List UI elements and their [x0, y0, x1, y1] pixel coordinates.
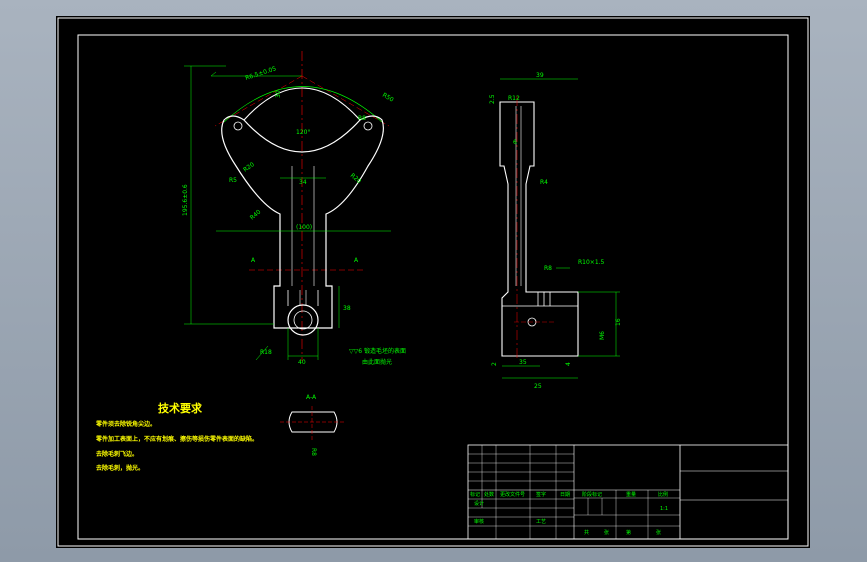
tb-scale-label: 比例: [658, 491, 668, 498]
section-aa-outline: [288, 411, 338, 433]
tech-note-3: 去除毛刺飞边。: [96, 450, 138, 458]
side-view: 39 R12 2.5 6 R4 R8 R10×1.5 16 M6 35 25 2…: [489, 72, 622, 390]
dim-side-2: 2: [491, 362, 498, 366]
surface-note-line2: 由此面抛光: [362, 358, 392, 366]
tb-stage: 阶段标记: [582, 491, 602, 498]
dim-side-m6: M6: [599, 331, 606, 340]
dim-30: 30: [275, 90, 282, 98]
inner-frame: [77, 34, 789, 540]
dim-side-6: 6: [513, 139, 517, 146]
dim-side-r4: R4: [540, 179, 548, 186]
tb-mark: 标记: [470, 491, 480, 498]
section-mark-right: A: [354, 257, 359, 264]
dim-38: 38: [343, 305, 351, 312]
tb-scale-value: 1:1: [660, 506, 668, 512]
section-mark-left: A: [251, 257, 256, 264]
dim-side-25: 25: [534, 383, 542, 390]
section-aa-label: A-A: [306, 394, 317, 401]
surface-note-line1: ▽▽6 锻造毛坯的表面: [349, 347, 406, 355]
drawing-canvas[interactable]: R6.5±0.05 R50 30 R8 120° R20 R5 34 R20 R…: [56, 16, 810, 548]
dim-side-39: 39: [536, 72, 544, 79]
tb-design: 设计: [474, 500, 484, 507]
section-aa-r8: R8: [310, 448, 317, 456]
dim-r40: R40: [249, 208, 263, 221]
dim-side-16: 16: [615, 318, 622, 326]
tb-review: 审核: [474, 518, 484, 525]
arm-outline: [221, 115, 384, 329]
tb-no: 第: [626, 529, 631, 536]
tb-change-doc: 更改文件号: [500, 491, 525, 498]
dim-r20-b: R20: [349, 172, 363, 185]
side-outline: [499, 101, 579, 357]
dim-overall-length: 195.6±0.6: [182, 184, 189, 216]
dim-side-35: 35: [519, 359, 527, 366]
dim-side-4: 4: [565, 362, 572, 366]
drawing-sheet[interactable]: R6.5±0.05 R50 30 R8 120° R20 R5 34 R20 R…: [56, 16, 810, 548]
section-aa: A-A R8: [280, 394, 346, 456]
dim-r65: R6.5±0.05: [244, 65, 277, 82]
outer-frame: [57, 17, 809, 547]
tb-weight: 重量: [626, 491, 636, 498]
title-block: 标记 处数 更改文件号 签字 日期 设计 审核 工艺 阶段标记 重量 比例 共 …: [467, 444, 789, 540]
front-view: R6.5±0.05 R50 30 R8 120° R20 R5 34 R20 R…: [182, 51, 406, 366]
tb-date: 日期: [560, 492, 570, 498]
tb-total: 共: [584, 529, 589, 536]
dim-40: 40: [298, 359, 306, 366]
tech-requirements: 技术要求 零件须去除锐角尖边。 零件加工表面上，不应有划痕、擦伤等损伤零件表面的…: [95, 401, 258, 472]
tb-process: 工艺: [536, 519, 546, 525]
tech-note-1: 零件须去除锐角尖边。: [95, 420, 156, 428]
tech-requirements-title: 技术要求: [158, 401, 203, 415]
dim-120deg: 120°: [296, 129, 310, 136]
tb-count: 处数: [484, 491, 494, 498]
dim-side-thread: R10×1.5: [578, 259, 605, 266]
dim-100: (100): [296, 224, 312, 231]
dim-r18: R18: [260, 349, 272, 356]
pivot-hole: [287, 304, 319, 336]
dim-side-2-5: 2.5: [489, 94, 496, 104]
dim-side-r12: R12: [508, 95, 520, 102]
tech-note-2: 零件加工表面上，不应有划痕、擦伤等损伤零件表面的缺陷。: [95, 435, 258, 443]
dim-r20-a: R20: [242, 161, 256, 174]
dim-r8: R8: [358, 115, 366, 122]
dim-r50: R50: [381, 92, 395, 104]
tb-sheets: 张: [604, 529, 609, 536]
dim-side-r8: R8: [544, 265, 552, 272]
tb-sign: 签字: [536, 491, 546, 498]
dim-r5: R5: [229, 177, 237, 184]
tech-note-4: 去除毛刺，抛光。: [96, 464, 144, 472]
dim-34: 34: [299, 179, 307, 186]
tb-sheet: 张: [656, 529, 661, 536]
